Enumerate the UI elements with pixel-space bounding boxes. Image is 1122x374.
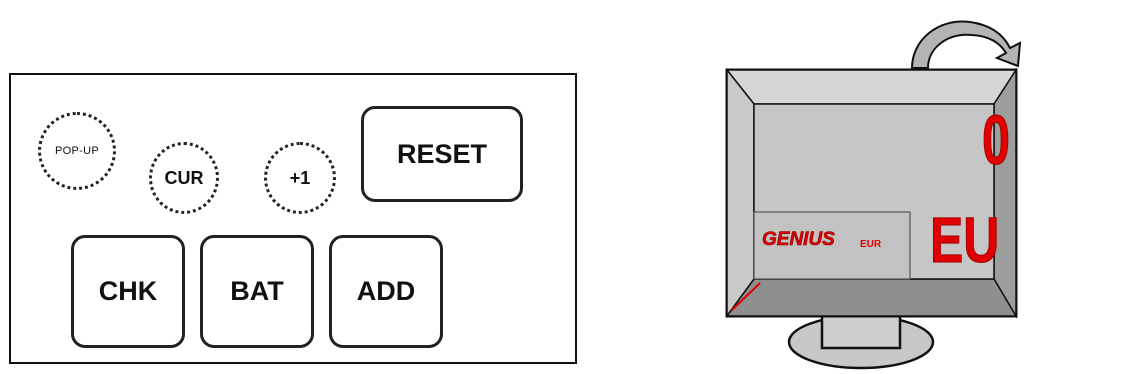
display-unit-drawing bbox=[725, 20, 1022, 370]
popup-button[interactable]: POP-UP bbox=[38, 112, 116, 190]
reset-button[interactable]: RESET bbox=[361, 106, 523, 202]
brand-model-label: EUR bbox=[860, 239, 882, 250]
brand-logo: GENIUS bbox=[762, 229, 835, 250]
count-readout: 0 bbox=[981, 101, 1011, 179]
currency-readout: EU bbox=[930, 204, 1000, 276]
plus-one-button[interactable]: +1 bbox=[264, 142, 336, 214]
add-button[interactable]: ADD bbox=[329, 235, 443, 348]
currency-button[interactable]: CUR bbox=[149, 142, 219, 214]
keypad-panel: POP-UP CUR +1 RESET CHK BAT ADD bbox=[9, 73, 577, 364]
curved-arrow-icon bbox=[910, 20, 1022, 69]
batch-button[interactable]: BAT bbox=[200, 235, 314, 348]
brand-panel bbox=[753, 211, 911, 280]
check-button[interactable]: CHK bbox=[71, 235, 185, 348]
display-unit: 0 EU GENIUS EUR bbox=[700, 0, 1122, 374]
